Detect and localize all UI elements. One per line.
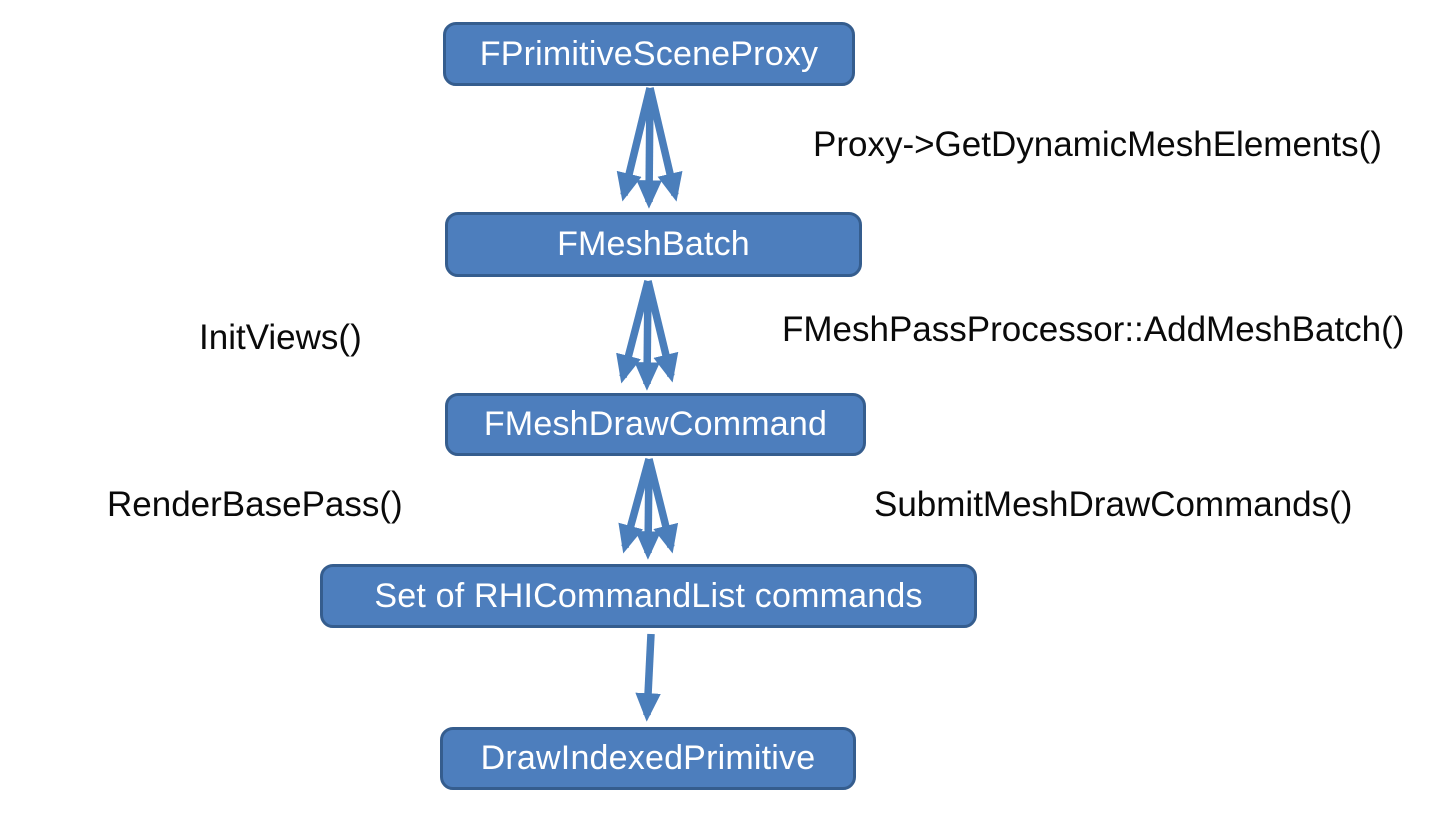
node-label: Set of RHICommandList commands: [374, 576, 923, 615]
arrow-fan-meshbatch-to-drawcommand: [616, 280, 679, 391]
edge-label-add-mesh-batch: FMeshPassProcessor::AddMeshBatch(): [782, 310, 1405, 349]
node-fmeshbatch: FMeshBatch: [445, 212, 862, 277]
node-label: DrawIndexedPrimitive: [480, 739, 816, 777]
edge-label-init-views: InitViews(): [199, 318, 362, 357]
arrow-fan-drawcommand-to-rhicommands: [618, 458, 679, 560]
edge-label-render-base-pass: RenderBasePass(): [107, 485, 403, 524]
node-label: FPrimitiveSceneProxy: [479, 34, 819, 73]
node-drawindexedprimitive: DrawIndexedPrimitive: [440, 727, 856, 790]
arrow-rhicommands-to-drawindexed: [635, 633, 661, 722]
edge-label-get-dynamic-mesh-elements: Proxy->GetDynamicMeshElements(): [813, 125, 1382, 164]
node-fprimitivesceneproxy: FPrimitiveSceneProxy: [443, 22, 855, 86]
node-label: FMeshBatch: [557, 225, 750, 263]
node-label: FMeshDrawCommand: [483, 405, 828, 443]
node-rhicommandlist-commands: Set of RHICommandList commands: [320, 564, 977, 628]
node-fmeshdrawcommand: FMeshDrawCommand: [445, 393, 866, 456]
arrow-fan-proxy-to-meshbatch: [616, 87, 683, 209]
edge-label-submit-mesh-draw-commands: SubmitMeshDrawCommands(): [874, 485, 1353, 524]
